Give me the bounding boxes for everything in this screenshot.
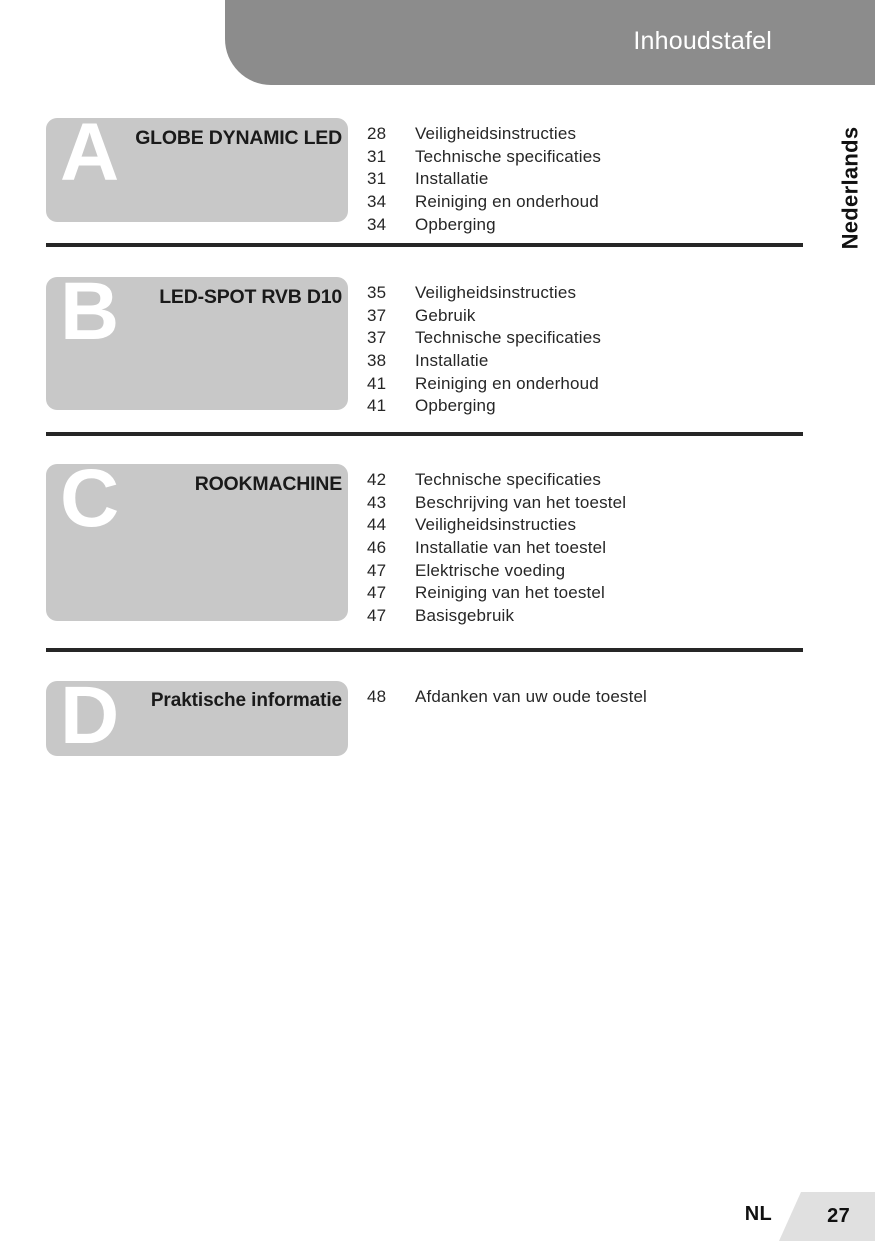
- section-letter-box: D Praktische informatie: [46, 681, 348, 756]
- toc-entry[interactable]: 44 Veiligheidsinstructies: [367, 515, 803, 538]
- toc-entry[interactable]: 28 Veiligheidsinstructies: [367, 124, 803, 147]
- toc-entry-label: Opberging: [415, 214, 496, 234]
- section-letter-box: C ROOKMACHINE: [46, 464, 348, 621]
- toc-entry-label: Installatie: [415, 169, 489, 189]
- toc-entry[interactable]: 42 Technische specificaties: [367, 470, 803, 493]
- section-title: LED-SPOT RVB D10: [159, 286, 342, 308]
- toc-section-body: A GLOBE DYNAMIC LED 28 Veiligheidsinstructi…: [46, 118, 803, 234]
- toc-entry-page: 35: [367, 283, 387, 302]
- toc-entry-label: Beschrijving van het toestel: [415, 492, 627, 512]
- toc-entry-page: 47: [367, 583, 387, 603]
- side-language-tab: Nederlands: [833, 100, 867, 275]
- section-letter-box: A GLOBE DYNAMIC LED: [46, 118, 348, 222]
- section-entry-list: 48 Afdanken van uw oude toestel: [367, 687, 803, 710]
- toc-entry[interactable]: 31 Technische specificaties: [367, 147, 803, 170]
- section-entry-list: 28 Veiligheidsinstructies 31 Technische spe…: [367, 124, 803, 237]
- toc-entry-page: 31: [367, 146, 387, 166]
- toc-entry[interactable]: 48 Afdanken van uw oude toestel: [367, 687, 803, 710]
- toc-entry-page: 34: [367, 192, 387, 212]
- toc-section-b: B LED-SPOT RVB D10 35 Veiligheidsinstructie…: [46, 277, 803, 415]
- toc-section-a: A GLOBE DYNAMIC LED 28 Veiligheidsinstructi…: [46, 118, 803, 234]
- toc-entry-page: 34: [367, 214, 387, 234]
- toc-entry-label: Opberging: [415, 396, 496, 416]
- toc-entry-page: 41: [367, 396, 387, 416]
- section-separator: [46, 432, 803, 436]
- toc-entry-label: Veiligheidsinstructies: [415, 283, 577, 302]
- toc-entry-label: Reiniging en onderhoud: [415, 373, 599, 393]
- toc-entry-page: 37: [367, 305, 387, 325]
- footer-language-code: NL: [744, 1203, 772, 1225]
- toc-entry-label: Installatie van het toestel: [415, 538, 607, 558]
- toc-entry[interactable]: 34 Opberging: [367, 215, 803, 238]
- toc-entry[interactable]: 47 Elektrische voeding: [367, 561, 803, 584]
- toc-entry-page: 44: [367, 515, 387, 535]
- toc-entry[interactable]: 46 Installatie van het toestel: [367, 538, 803, 561]
- toc-entry-label: Elektrische voeding: [415, 560, 566, 580]
- toc-entry-page: 37: [367, 328, 387, 348]
- toc-entry-label: Technische specificaties: [415, 146, 601, 166]
- section-letter-glyph: B: [60, 277, 120, 357]
- toc-section-c: C ROOKMACHINE 42 Technische specificaties 43…: [46, 464, 803, 625]
- section-letter-glyph: D: [60, 681, 120, 756]
- toc-entry-page: 47: [367, 560, 387, 580]
- toc-entry-page: 31: [367, 169, 387, 189]
- section-letter-box: B LED-SPOT RVB D10: [46, 277, 348, 410]
- toc-entry-label: Technische specificaties: [415, 470, 601, 489]
- toc-entry[interactable]: 37 Technische specificaties: [367, 328, 803, 351]
- toc-section-body: B LED-SPOT RVB D10 35 Veiligheidsinstructie…: [46, 277, 803, 415]
- toc-entry-page: 47: [367, 606, 387, 626]
- section-title: GLOBE DYNAMIC LED: [135, 127, 342, 149]
- toc-section-d: D Praktische informatie 48 Afdanken van uw …: [46, 681, 803, 756]
- footer-page-number: 27: [827, 1205, 850, 1227]
- toc-entry[interactable]: 47 Basisgebruik: [367, 606, 803, 629]
- toc-entry[interactable]: 37 Gebruik: [367, 306, 803, 329]
- page-footer: NL 27: [0, 1192, 875, 1241]
- page-title: Inhoudstafel: [633, 27, 772, 55]
- toc-entry[interactable]: 35 Veiligheidsinstructies: [367, 283, 803, 306]
- toc-entry-label: Veiligheidsinstructies: [415, 124, 577, 143]
- toc-entry[interactable]: 34 Reiniging en onderhoud: [367, 192, 803, 215]
- side-language-label: Nederlands: [837, 126, 863, 249]
- section-letter-glyph: C: [60, 464, 120, 544]
- toc-section-body: C ROOKMACHINE 42 Technische specificaties 43…: [46, 464, 803, 625]
- toc-entry[interactable]: 31 Installatie: [367, 169, 803, 192]
- section-letter-glyph: A: [60, 118, 120, 198]
- toc-entry-label: Basisgebruik: [415, 606, 515, 626]
- toc-entry[interactable]: 47 Reiniging van het toestel: [367, 583, 803, 606]
- toc-entry-page: 38: [367, 351, 387, 371]
- toc-entry-page: 46: [367, 538, 387, 558]
- toc-entry-page: 41: [367, 373, 387, 393]
- toc-entry-page: 28: [367, 124, 387, 143]
- toc-entry-label: Installatie: [415, 351, 489, 371]
- section-title: ROOKMACHINE: [194, 473, 342, 495]
- toc-entry[interactable]: 38 Installatie: [367, 351, 803, 374]
- section-entry-list: 42 Technische specificaties 43 Beschrijving…: [367, 470, 803, 629]
- toc-entry[interactable]: 43 Beschrijving van het toestel: [367, 493, 803, 516]
- toc-entry-label: Veiligheidsinstructies: [415, 515, 577, 535]
- toc-entry-page: 42: [367, 470, 387, 489]
- toc-entry-label: Reiniging van het toestel: [415, 583, 605, 603]
- toc-section-body: D Praktische informatie 48 Afdanken van uw …: [46, 681, 803, 756]
- toc-entry-label: Afdanken van uw oude toestel: [415, 687, 647, 706]
- section-separator: [46, 243, 803, 247]
- toc-entry-label: Reiniging en onderhoud: [415, 192, 599, 212]
- toc-entry[interactable]: 41 Opberging: [367, 396, 803, 419]
- page-header-bar: Inhoudstafel: [225, 0, 875, 85]
- toc-entry-page: 43: [367, 492, 387, 512]
- toc-entry-label: Technische specificaties: [415, 328, 601, 348]
- toc-entry[interactable]: 41 Reiniging en onderhoud: [367, 374, 803, 397]
- section-separator: [46, 648, 803, 652]
- toc-entry-page: 48: [367, 687, 387, 706]
- toc-entry-label: Gebruik: [415, 305, 476, 325]
- section-title: Praktische informatie: [150, 690, 342, 711]
